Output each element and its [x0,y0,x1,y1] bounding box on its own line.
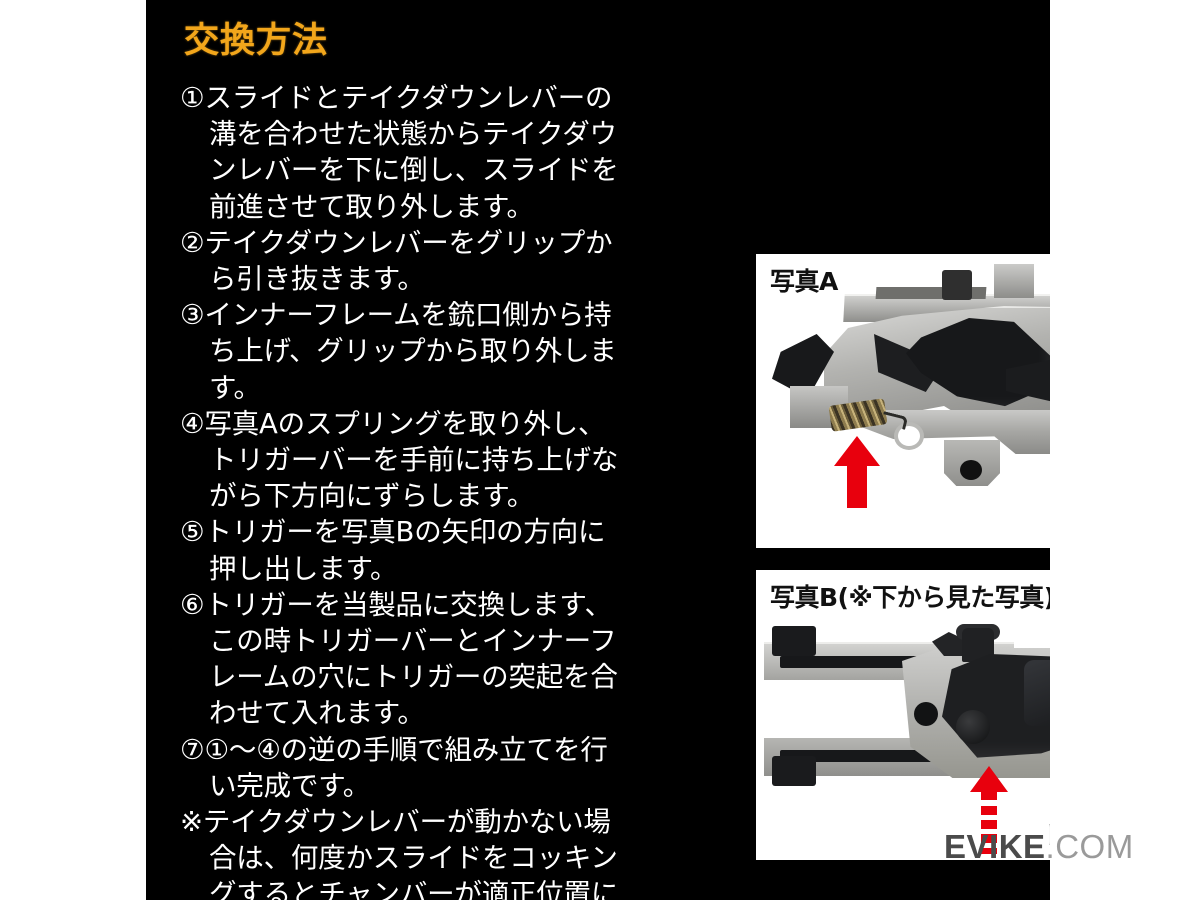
list-item: ①スライドとテイクダウンレバーの溝を合わせた状態からテイクダウンレバーを下に倒し… [180,82,619,223]
list-item: ⑤トリガーを写真Bの矢印の方向に押し出します。 [180,516,606,585]
list-item: ※テイクダウンレバーが動かない場合は、何度かスライドをコッキングするとチャンバー… [180,806,619,900]
photo-a-card: 写真A [756,254,1050,548]
list-item: ⑦①～④の逆の手順で組み立てを行い完成です。 [180,733,608,802]
photo-b-label: 写真B(※下から見た写真) [770,583,1050,612]
evike-watermark: EVIKE.COM [944,828,1134,866]
list-item: ③インナーフレームを銃口側から持ち上げ、グリップから取り外します。 [180,299,617,404]
photo-b-card: 21 トリガー 写真B(※下から見た写真) [756,570,1050,860]
list-item: ②テイクダウンレバーをグリップから引き抜きます。 [180,226,613,296]
pin-hole-part [894,422,924,450]
page-title: 交換方法 [184,21,329,61]
red-dashed-up-arrow-icon [970,766,1008,854]
photo-a-image [756,254,1050,548]
trigger-face-part [1024,660,1050,726]
screw-part [956,710,990,744]
watermark-tld: .COM [1045,828,1134,865]
lower-tab-part [772,756,816,786]
upper-tab-part [772,626,816,656]
instruction-panel: 交換方法 ①スライドとテイクダウンレバーの溝を合わせた状態からテイクダウンレバー… [146,0,1050,900]
list-item: ④写真Aのスプリングを取り外し、トリガーバーを手前に持ち上げながら下方向にずらし… [180,407,619,513]
lug-hole-part [960,460,982,480]
photo-a-label: 写真A [770,267,838,296]
list-item: ⑥トリガーを当製品に交換します、この時トリガーバーとインナーフレームの穴にトリガ… [180,588,618,730]
upper-black-part [942,270,972,300]
instruction-step-list: ①スライドとテイクダウンレバーの溝を合わせた状態からテイクダウンレバーを下に倒し… [180,80,750,900]
red-up-arrow-icon [834,436,880,508]
upper-block-part [994,264,1034,298]
pivot-pin-part [914,702,938,726]
photo-b-image: 21 トリガー [756,570,1050,860]
watermark-brand: EVIKE [944,828,1046,865]
trigger-callout-label: トリガー [1042,816,1050,852]
